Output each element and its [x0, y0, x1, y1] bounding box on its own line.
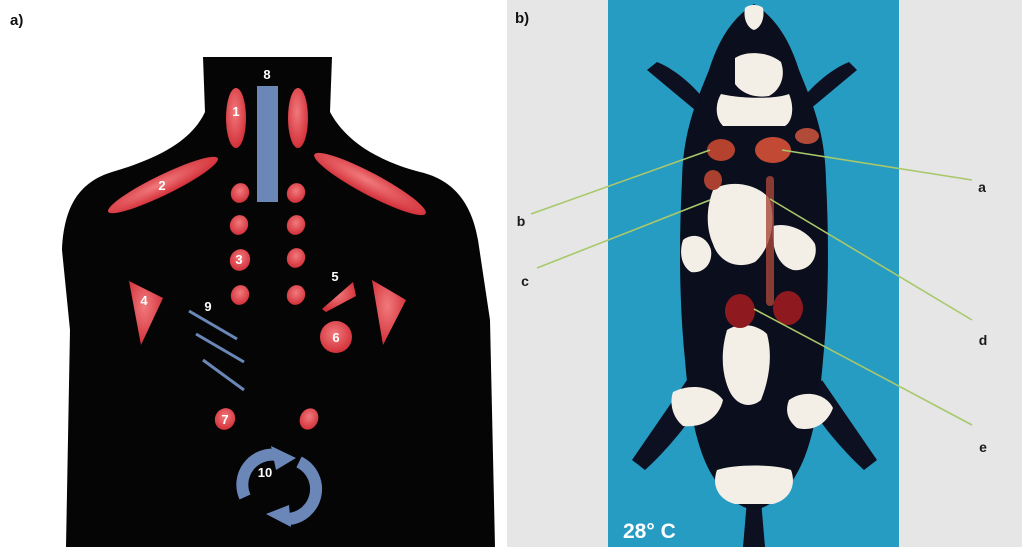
label-b: b	[517, 213, 526, 229]
panel-a: a)	[0, 0, 505, 547]
number-6: 6	[332, 330, 339, 345]
number-7: 7	[221, 412, 228, 427]
number-4: 4	[140, 293, 148, 308]
number-3: 3	[235, 252, 242, 267]
kidney-left	[725, 294, 755, 328]
number-10: 10	[258, 465, 272, 480]
label-c: c	[521, 273, 529, 289]
human-diagram: 1 2 3 4 5 6 7 8 9 10	[0, 0, 505, 547]
kidney-right	[773, 291, 803, 325]
number-5: 5	[331, 269, 338, 284]
label-a: a	[978, 179, 986, 195]
temperature-label: 28° C	[623, 520, 676, 543]
number-8: 8	[263, 67, 270, 82]
label-d: d	[979, 332, 988, 348]
number-9: 9	[204, 299, 211, 314]
depot-1-right	[288, 88, 308, 148]
depot-8-bar	[257, 86, 278, 202]
number-1: 1	[232, 104, 239, 119]
label-e: e	[979, 439, 987, 455]
number-2: 2	[158, 178, 165, 193]
dissection-photo: a b c d e 28° C	[507, 0, 1022, 547]
body-silhouette	[62, 57, 495, 547]
panel-b: b)	[507, 0, 1022, 547]
